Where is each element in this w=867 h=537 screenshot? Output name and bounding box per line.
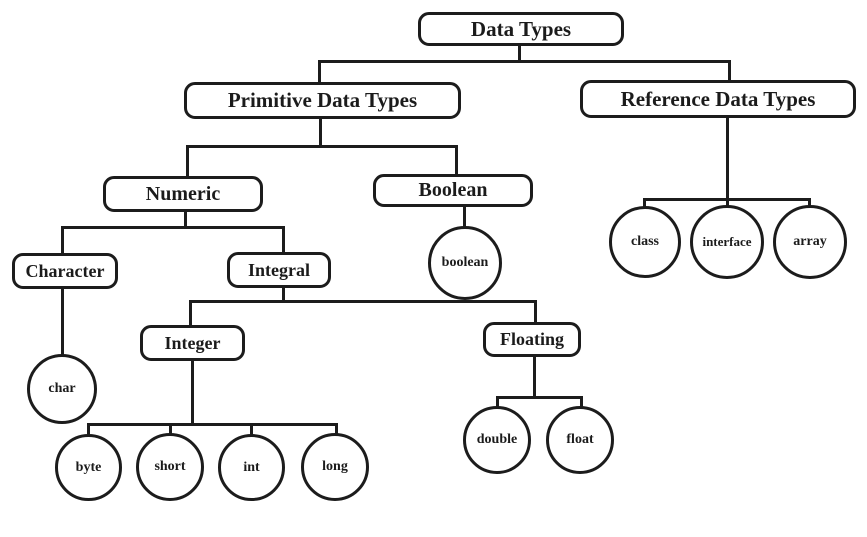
connector <box>319 117 322 148</box>
node-boolean-value: boolean <box>428 226 502 300</box>
connector <box>189 300 537 303</box>
connector <box>184 210 187 229</box>
connector <box>318 60 321 84</box>
connector <box>726 116 729 206</box>
connector <box>643 198 811 201</box>
connector <box>463 205 466 229</box>
node-array: array <box>773 205 847 279</box>
node-integer: Integer <box>140 325 245 361</box>
connector <box>87 423 90 437</box>
connector <box>282 286 285 303</box>
connector <box>318 60 731 63</box>
connector <box>250 423 253 437</box>
connector <box>169 423 172 437</box>
node-boolean: Boolean <box>373 174 533 207</box>
node-short: short <box>136 433 204 501</box>
connector <box>728 60 731 82</box>
node-floating: Floating <box>483 322 581 357</box>
node-byte: byte <box>55 434 122 501</box>
node-data-types: Data Types <box>418 12 624 46</box>
connector <box>61 226 64 255</box>
connector <box>186 145 458 148</box>
node-reference-data-types: Reference Data Types <box>580 80 856 118</box>
connector <box>643 198 646 210</box>
connector <box>335 423 338 437</box>
node-long: long <box>301 433 369 501</box>
connector <box>496 396 499 409</box>
connector <box>808 198 811 210</box>
connector <box>191 359 194 426</box>
node-double: double <box>463 406 531 474</box>
node-int: int <box>218 434 285 501</box>
connector <box>61 226 285 229</box>
connector <box>580 396 583 409</box>
node-character: Character <box>12 253 118 289</box>
node-numeric: Numeric <box>103 176 263 212</box>
connector <box>189 300 192 327</box>
connector <box>496 396 583 399</box>
connector <box>186 145 189 178</box>
node-interface: interface <box>690 205 764 279</box>
connector <box>282 226 285 254</box>
connector <box>533 355 536 399</box>
connector <box>534 300 537 324</box>
node-char: char <box>27 354 97 424</box>
connector <box>455 145 458 175</box>
node-integral: Integral <box>227 252 331 288</box>
connector <box>87 423 338 426</box>
connector <box>61 287 64 356</box>
node-class: class <box>609 206 681 278</box>
node-primitive-data-types: Primitive Data Types <box>184 82 461 119</box>
node-float: float <box>546 406 614 474</box>
connector <box>518 45 521 63</box>
